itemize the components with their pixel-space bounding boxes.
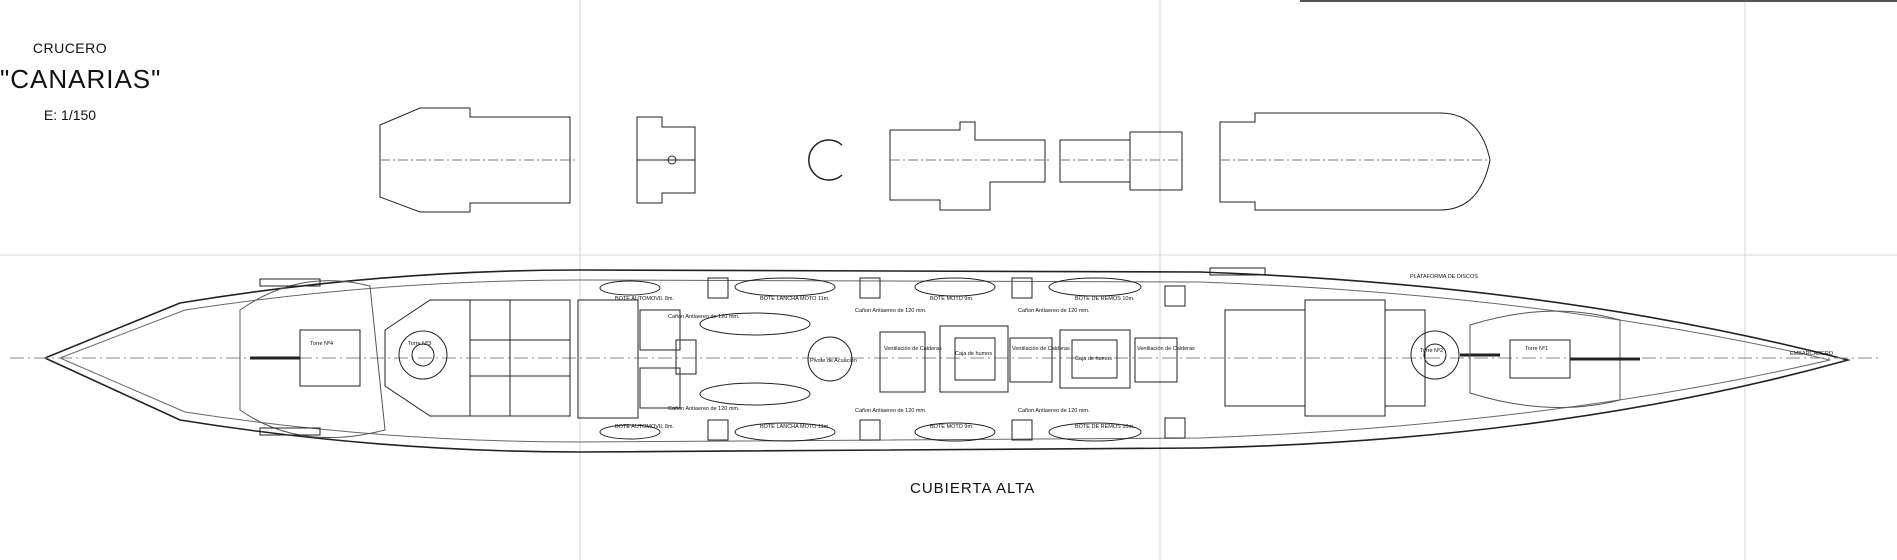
vent-2-label: Ventilación de Calderas — [1012, 346, 1070, 352]
boat-auto-bottom-label: BOTE AUTOMOVIL 8m. — [615, 424, 674, 430]
turret-3-area — [384, 299, 571, 417]
guns-4-label: Cañon Antiaereo de 120 mm. — [855, 408, 927, 414]
oars-bottom-label: BOTE DE REMOS 10m. — [1075, 424, 1135, 430]
upper-plan-aft-deckhouse — [379, 107, 575, 213]
guns-3-label: Cañon Antiaereo de 120 mm. — [855, 308, 927, 314]
vent-blocks — [1009, 337, 1178, 383]
midships-boats-deck — [699, 312, 926, 406]
forward-superstructure — [1224, 299, 1426, 417]
guns-6-label: Cañon Antiaereo de 120 mm. — [1018, 408, 1090, 414]
aa-guns — [707, 277, 1186, 441]
pivot-label: Pivote de Acuación — [810, 358, 857, 364]
turret-1-area — [1469, 310, 1640, 408]
view-title: CUBIERTA ALTA — [910, 480, 1036, 497]
upper-plan-director — [808, 139, 843, 181]
boats-port — [599, 277, 1142, 297]
turret-2-area — [1410, 330, 1500, 380]
moto-top-label: BOTE MOTO 9m. — [930, 296, 974, 302]
ship-type: CRUCERO — [32, 40, 108, 56]
upper-plan-bridge-deck — [889, 121, 1050, 211]
vent-3-label: Ventilación de Calderas — [1137, 346, 1195, 352]
funnel-1-label: Caja de humos — [955, 351, 992, 357]
boats-starboard — [599, 422, 1142, 442]
launch-bottom-label: BOTE LANCHA MOTO 11m. — [760, 424, 830, 430]
oars-top-label: BOTE DE REMOS 10m. — [1075, 296, 1135, 302]
upper-plan-mid-deck — [1059, 131, 1185, 191]
funnel-1 — [939, 325, 1009, 393]
boat-auto-top-label: BOTE AUTOMOVIL 8m. — [615, 296, 674, 302]
turret-3-label: Torre Nº3 — [408, 340, 431, 347]
turret-1-label: Torre Nº1 — [1525, 345, 1548, 352]
upper-plan-aft-tower — [636, 116, 696, 204]
guns-2-label: Cañon Antiaereo de 120 mm. — [668, 406, 740, 412]
turret-4-label: Torre Nº4 — [310, 340, 333, 347]
boarding-label: EMBARCADERO — [1790, 351, 1834, 357]
aft-superstructure — [577, 299, 697, 419]
funnel-2-label: Caja de humos — [1075, 356, 1112, 362]
guns-5-label: Cañon Antiaereo de 120 mm. — [1018, 308, 1090, 314]
upper-plan-forward-deckhouse — [1219, 112, 1491, 211]
turret-2-label: Torre Nº2 — [1420, 347, 1443, 354]
moto-bottom-label: BOTE MOTO 9m. — [930, 424, 974, 430]
hull-outline — [10, 269, 1880, 453]
platform-label: PLATAFORMA DE DISCOS — [1410, 274, 1478, 280]
vent-1-label: Ventilación de Calderas — [884, 346, 942, 352]
ship-name: "CANARIAS" — [0, 64, 162, 94]
funnel-2 — [1059, 329, 1131, 389]
quarterdeck-rails — [259, 267, 1266, 436]
launch-top-label: BOTE LANCHA MOTO 11m. — [760, 296, 830, 302]
turret-4-area — [239, 280, 386, 438]
title-block: CRUCERO "CANARIAS" E: 1/150 — [0, 40, 162, 123]
drawing-scale: E: 1/150 — [43, 107, 97, 123]
guns-1-label: Cañon Antiaereo de 120 mm. — [668, 314, 740, 320]
